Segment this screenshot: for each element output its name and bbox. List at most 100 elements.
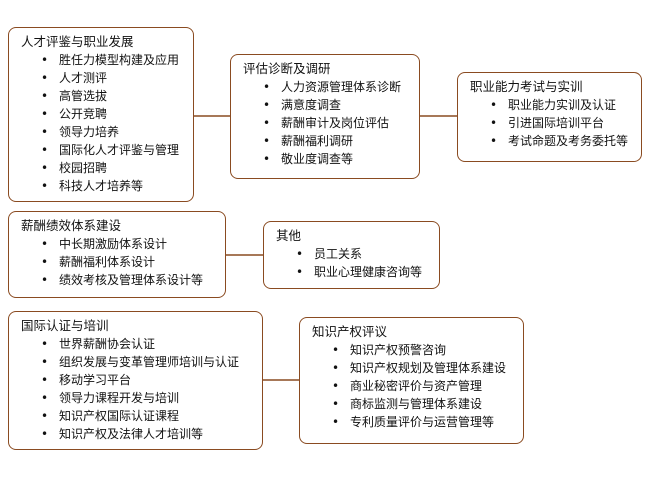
intl-certification-box: 国际认证与培训 •世界薪酬协会认证•组织发展与变革管理师培训与认证•移动学习平台… xyxy=(8,311,263,450)
list-item: •商标监测与管理体系建设 xyxy=(312,395,515,413)
talent-assessment-box: 人才评鉴与职业发展 •胜任力模型构建及应用•人才测评•高管选拔•公开竞聘•领导力… xyxy=(8,27,194,202)
list-item-text: 领导力课程开发与培训 xyxy=(59,391,180,405)
other-services-title: 其他 xyxy=(276,228,302,243)
list-item-text: 移动学习平台 xyxy=(59,373,132,387)
bullet-icon: • xyxy=(263,98,271,112)
list-item-text: 职业能力实训及认证 xyxy=(508,98,617,112)
list-item-text: 高管选拔 xyxy=(59,89,108,103)
list-item-text: 人才测评 xyxy=(59,71,108,85)
list-item-text: 科技人才培养等 xyxy=(59,179,144,193)
talent-assessment-title: 人才评鉴与职业发展 xyxy=(21,34,134,49)
bullet-icon: • xyxy=(41,427,49,441)
list-item: •公开竞聘 xyxy=(21,105,185,123)
list-item-text: 知识产权及法律人才培训等 xyxy=(59,427,204,441)
bullet-icon: • xyxy=(490,134,498,148)
list-item: •敬业度调查等 xyxy=(243,150,411,168)
list-item-text: 引进国际培训平台 xyxy=(508,116,605,130)
bullet-icon: • xyxy=(41,143,49,157)
list-item: •员工关系 xyxy=(276,245,431,263)
list-item-text: 职业心理健康咨询等 xyxy=(314,265,423,279)
career-exam-list: •职业能力实训及认证 • 引进国际培训平台 • 考试命题及考务委托等 xyxy=(470,96,633,150)
list-item: •知识产权国际认证课程 xyxy=(21,407,254,425)
intl-certification-title: 国际认证与培训 xyxy=(21,318,109,333)
list-item: • 专利质量评价与运营管理等 xyxy=(312,413,515,431)
list-item-text: 国际化人才评鉴与管理 xyxy=(59,143,180,157)
bullet-icon: • xyxy=(41,337,49,351)
list-item: • 知识产权规划及管理体系建设 xyxy=(312,359,515,377)
bullet-icon: • xyxy=(41,273,49,287)
compensation-performance-title: 薪酬绩效体系建设 xyxy=(21,218,122,233)
ip-review-title: 知识产权评议 xyxy=(312,324,388,339)
list-item-text: 敬业度调查等 xyxy=(281,152,354,166)
evaluation-diagnosis-title: 评估诊断及调研 xyxy=(243,61,331,76)
compensation-performance-box: 薪酬绩效体系建设 • 中长期激励体系设计 • 薪酬福利体系设计 • 绩效考核及管理体系设计… xyxy=(8,211,226,298)
list-item-text: 专利质量评价与运营管理等 xyxy=(350,415,495,429)
list-item-text: 领导力培养 xyxy=(59,125,120,139)
bullet-icon: • xyxy=(490,116,498,130)
list-item-text: 世界薪酬协会认证 xyxy=(59,337,156,351)
list-item-text: 满意度调查 xyxy=(281,98,342,112)
evaluation-diagnosis-list: • 人力资源管理体系诊断 • 满意度调查 • 薪酬审计及岗位评估 • 薪酬福利调研 •敬业度调查… xyxy=(243,78,411,168)
bullet-icon: • xyxy=(41,409,49,423)
list-item: • 薪酬福利调研 xyxy=(243,132,411,150)
list-item: • 人才测评 xyxy=(21,69,185,87)
list-item-text: 考试命题及考务委托等 xyxy=(508,134,629,148)
list-item: • 科技人才培养等 xyxy=(21,177,185,195)
list-item-text: 绩效考核及管理体系设计等 xyxy=(59,273,204,287)
bullet-icon: • xyxy=(41,53,49,67)
list-item: •组织发展与变革管理师培训与认证 xyxy=(21,353,254,371)
bullet-icon: • xyxy=(41,125,49,139)
intl-certification-list: •世界薪酬协会认证•组织发展与变革管理师培训与认证•移动学习平台•领导力课程开发… xyxy=(21,335,254,443)
list-item: • 引进国际培训平台 xyxy=(470,114,633,132)
list-item-text: 公开竞聘 xyxy=(59,107,108,121)
list-item-text: 薪酬审计及岗位评估 xyxy=(281,116,390,130)
list-item: • 薪酬审计及岗位评估 xyxy=(243,114,411,132)
list-item: • 考试命题及考务委托等 xyxy=(470,132,633,150)
list-item: • 高管选拔 xyxy=(21,87,185,105)
bullet-icon: • xyxy=(296,247,304,261)
list-item: • 中长期激励体系设计 xyxy=(21,235,217,253)
list-item: •职业能力实训及认证 xyxy=(470,96,633,114)
bullet-icon: • xyxy=(41,255,49,269)
evaluation-diagnosis-box: 评估诊断及调研 • 人力资源管理体系诊断 • 满意度调查 • 薪酬审计及岗位评估 • 薪酬福利… xyxy=(230,54,420,179)
bullet-icon: • xyxy=(41,161,49,175)
bullet-icon: • xyxy=(41,89,49,103)
list-item: •胜任力模型构建及应用 xyxy=(21,51,185,69)
bullet-icon: • xyxy=(41,237,49,251)
bullet-icon: • xyxy=(41,71,49,85)
list-item-text: 知识产权预警咨询 xyxy=(350,343,447,357)
list-item-text: 薪酬福利体系设计 xyxy=(59,255,156,269)
list-item: • 国际化人才评鉴与管理 xyxy=(21,141,185,159)
list-item: • 移动学习平台 xyxy=(21,371,254,389)
bullet-icon: • xyxy=(332,379,340,393)
bullet-icon: • xyxy=(41,179,49,193)
list-item-text: 校园招聘 xyxy=(59,161,108,175)
compensation-performance-list: • 中长期激励体系设计 • 薪酬福利体系设计 • 绩效考核及管理体系设计等 xyxy=(21,235,217,289)
ip-review-box: 知识产权评议 • 知识产权预警咨询 • 知识产权规划及管理体系建设 •商业秘密评价与资产… xyxy=(299,317,524,444)
talent-assessment-list: •胜任力模型构建及应用•人才测评•高管选拔•公开竞聘•领导力培养•国际化人才评鉴… xyxy=(21,51,185,195)
bullet-icon: • xyxy=(332,397,340,411)
list-item: • 满意度调查 xyxy=(243,96,411,114)
list-item-text: 组织发展与变革管理师培训与认证 xyxy=(59,355,240,369)
list-item: • 领导力培养 xyxy=(21,123,185,141)
list-item-text: 知识产权规划及管理体系建设 xyxy=(350,361,507,375)
bullet-icon: • xyxy=(41,373,49,387)
list-item: •商业秘密评价与资产管理 xyxy=(312,377,515,395)
career-exam-title: 职业能力考试与实训 xyxy=(470,79,583,94)
bullet-icon: • xyxy=(263,80,271,94)
bullet-icon: • xyxy=(332,361,340,375)
list-item-text: 中长期激励体系设计 xyxy=(59,237,168,251)
career-exam-box: 职业能力考试与实训 •职业能力实训及认证 • 引进国际培训平台 • 考试命题及考务委托等 xyxy=(457,72,642,162)
bullet-icon: • xyxy=(332,415,340,429)
list-item: • 绩效考核及管理体系设计等 xyxy=(21,271,217,289)
list-item: • 薪酬福利体系设计 xyxy=(21,253,217,271)
bullet-icon: • xyxy=(263,116,271,130)
list-item-text: 人力资源管理体系诊断 xyxy=(281,80,402,94)
other-services-box: 其他 •员工关系•职业心理健康咨询等 xyxy=(263,221,440,289)
list-item-text: 薪酬福利调研 xyxy=(281,134,354,148)
bullet-icon: • xyxy=(263,134,271,148)
list-item: •职业心理健康咨询等 xyxy=(276,263,431,281)
list-item: • 知识产权及法律人才培训等 xyxy=(21,425,254,443)
